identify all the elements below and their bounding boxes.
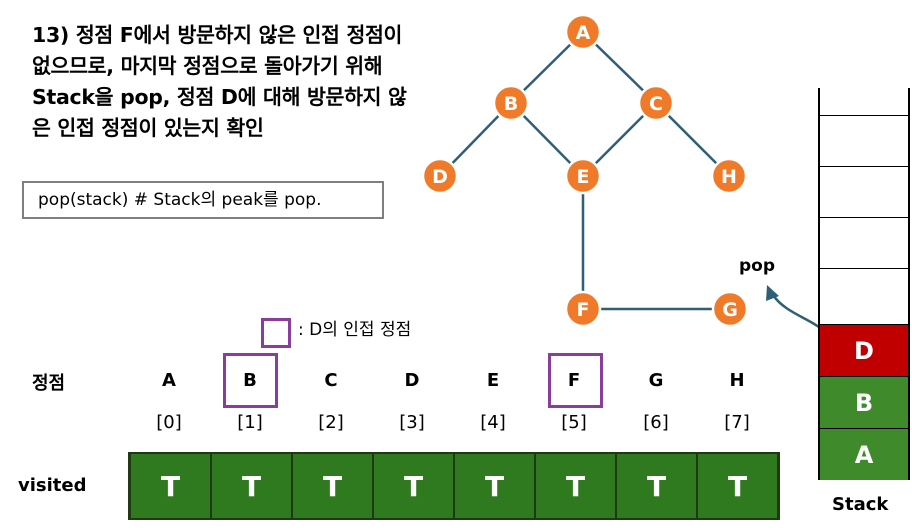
- vertex-index-0: [0]: [156, 412, 182, 433]
- stack-slot-empty: [820, 217, 908, 268]
- stack-container: D B A: [818, 88, 910, 480]
- visited-cell-1: T: [211, 453, 292, 519]
- graph-node-B: B: [492, 84, 530, 122]
- vertex-label-E: E: [486, 370, 500, 391]
- vertex-row-label: 정점: [32, 373, 66, 394]
- visited-cell-2: T: [292, 453, 373, 519]
- svg-text:G: G: [722, 299, 738, 321]
- vertex-label-B: B: [243, 370, 257, 391]
- graph-node-A: A: [564, 13, 602, 51]
- visited-cell-5: T: [535, 453, 616, 519]
- graph-node-C: C: [637, 84, 675, 122]
- pop-label: pop: [739, 256, 776, 276]
- vertex-index-3: [3]: [399, 412, 425, 433]
- stack-slot-empty: [820, 115, 908, 166]
- visited-cell-3: T: [373, 453, 454, 519]
- vertex-label-G: G: [648, 370, 664, 391]
- visited-cell-0: T: [130, 453, 211, 519]
- svg-text:C: C: [649, 93, 663, 115]
- svg-text:A: A: [576, 22, 591, 44]
- stack-item-top: D: [820, 324, 908, 376]
- vertex-index-1: [1]: [237, 412, 263, 433]
- stack-item: B: [820, 376, 908, 428]
- stack-label: Stack: [832, 494, 889, 515]
- stack-item-bottom: A: [820, 428, 908, 480]
- vertex-index-4: [4]: [480, 412, 506, 433]
- visited-cell-7: T: [697, 453, 778, 519]
- vertex-label-A: A: [162, 370, 176, 391]
- vertex-label-F: F: [567, 370, 581, 391]
- vertex-label-H: H: [729, 370, 745, 391]
- vertex-index-7: [7]: [724, 412, 750, 433]
- graph-node-E: E: [564, 157, 602, 195]
- vertex-index-2: [2]: [318, 412, 344, 433]
- visited-row-label: visited: [18, 475, 87, 496]
- visited-cell-4: T: [454, 453, 535, 519]
- svg-text:B: B: [504, 93, 518, 115]
- graph-node-H: H: [710, 157, 748, 195]
- visited-cell-6: T: [616, 453, 697, 519]
- stack-slot-empty: [820, 166, 908, 217]
- graph-node-G: G: [711, 290, 749, 328]
- vertex-label-C: C: [324, 370, 338, 391]
- vertex-index-6: [6]: [643, 412, 669, 433]
- svg-text:F: F: [577, 299, 590, 321]
- vertex-label-D: D: [404, 370, 420, 391]
- visited-array: T T T T T T T T: [128, 452, 780, 520]
- graph-node-D: D: [421, 157, 459, 195]
- adjacent-legend-swatch: [261, 318, 291, 348]
- graph-node-F: F: [564, 290, 602, 328]
- svg-text:E: E: [577, 166, 590, 188]
- step-description: 13) 정점 F에서 방문하지 않은 인접 정점이 없으므로, 마지막 정점으로…: [32, 23, 407, 140]
- adjacent-legend-label: : D의 인접 정점: [298, 320, 412, 340]
- vertex-index-5: [5]: [561, 412, 587, 433]
- pop-arrowhead-icon: [766, 285, 779, 301]
- svg-text:D: D: [432, 166, 448, 188]
- svg-text:H: H: [721, 166, 737, 188]
- stack-slot-empty: [820, 268, 908, 319]
- adjacent-highlight-B: [223, 353, 278, 408]
- code-snippet: pop(stack) # Stack의 peak를 pop.: [22, 181, 384, 219]
- adjacent-highlight-F: [548, 353, 603, 408]
